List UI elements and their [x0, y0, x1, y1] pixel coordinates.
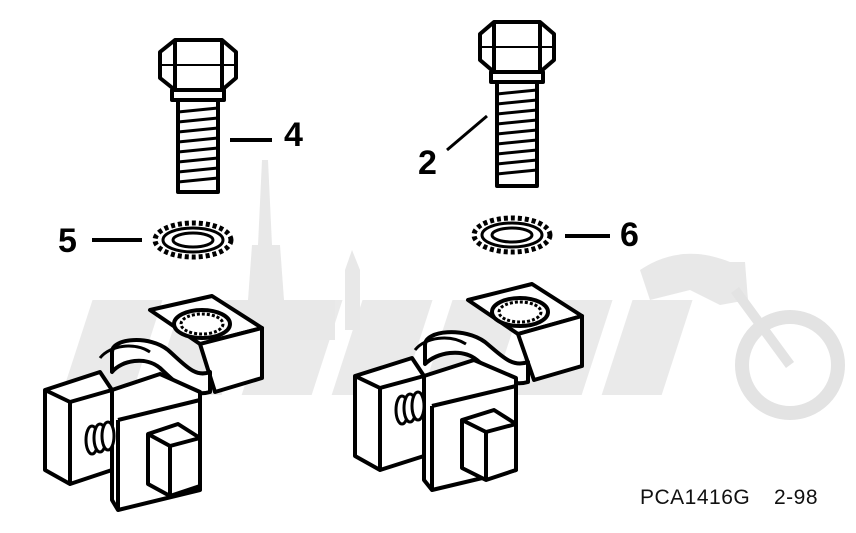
- page-reference: 2-98: [774, 486, 819, 509]
- callout-2: 2: [418, 144, 437, 182]
- terminal-clamp-right: [353, 282, 584, 492]
- washer-left: [152, 220, 234, 260]
- washer-right: [471, 215, 553, 255]
- callout-6: 6: [620, 216, 639, 254]
- bolt-left: [158, 38, 238, 194]
- callout-5: 5: [58, 222, 77, 260]
- bolt-right: [478, 20, 556, 188]
- terminal-clamp-left: [43, 294, 264, 512]
- diagram-code: PCA1416G: [640, 486, 751, 509]
- callout-4: 4: [284, 116, 303, 154]
- leader-line-2: [446, 114, 488, 152]
